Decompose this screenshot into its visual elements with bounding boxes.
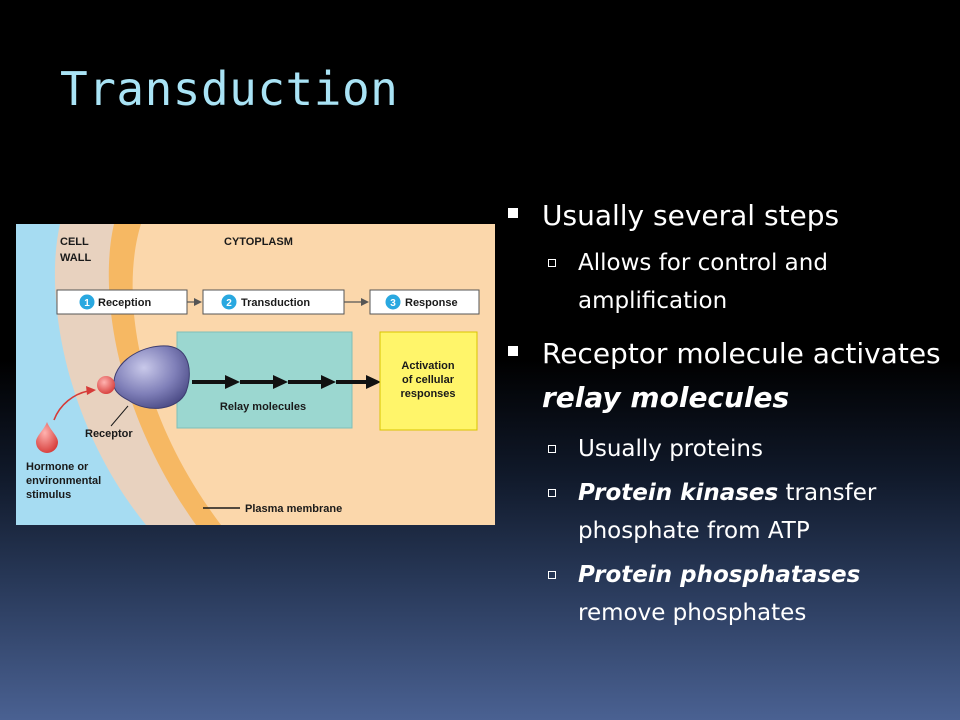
- bullet-text: transfer phosphate from ATP: [578, 480, 877, 544]
- cytoplasm-label: CYTOPLASM: [224, 236, 293, 248]
- slide-title: Transduction: [60, 62, 399, 116]
- receptor-pointer: [110, 405, 129, 427]
- bullet-text: Receptor molecule activates: [542, 337, 941, 370]
- bullet-list: Usually several steps Allows for control…: [508, 194, 948, 632]
- hollow-square-bullet-icon: [548, 489, 556, 497]
- bullet-text: remove phosphates: [578, 600, 807, 626]
- signal-transduction-figure: CELL WALL CYTOPLASM 1 Reception 2 Transd…: [16, 224, 495, 525]
- wall-label: WALL: [60, 252, 91, 264]
- bullet-text: Usually several steps: [542, 199, 840, 232]
- hormone-line-3: stimulus: [26, 489, 71, 501]
- step-1-number: 1: [84, 298, 90, 309]
- plasma-membrane-label: Plasma membrane: [245, 503, 342, 515]
- hormone-droplet-icon: [36, 422, 58, 453]
- hollow-square-bullet-icon: [548, 445, 556, 453]
- step-3-number-badge: [385, 294, 401, 310]
- bound-signal-molecule: [97, 376, 115, 394]
- relay-molecules-label: Relay molecules: [220, 401, 306, 413]
- receptor-label: Receptor: [85, 428, 133, 440]
- activation-line-3: responses: [400, 388, 455, 400]
- step-2-box: 2 Transduction: [202, 289, 345, 315]
- bullet-emphasis: relay molecules: [542, 381, 790, 414]
- square-bullet-icon: [508, 208, 518, 218]
- hollow-square-bullet-icon: [548, 259, 556, 267]
- hormone-line-2: environmental: [26, 475, 101, 487]
- square-bullet-icon: [508, 346, 518, 356]
- bullet-text: Usually proteins: [578, 436, 763, 462]
- step-3-box: 3 Response: [369, 289, 480, 315]
- hormone-line-1: Hormone or: [26, 461, 89, 473]
- subbullet-control-amplification: Allows for control and amplification: [508, 244, 948, 320]
- step-1-label: Reception: [98, 297, 151, 309]
- step-2-number-badge: [221, 294, 237, 310]
- step-2-label: Transduction: [241, 297, 310, 309]
- receptor-protein: [113, 345, 190, 409]
- step-3-label: Response: [405, 297, 458, 309]
- step-1-number-badge: [79, 294, 95, 310]
- bullet-receptor-molecule: Receptor molecule activates relay molecu…: [508, 332, 948, 420]
- bullet-several-steps: Usually several steps: [508, 194, 948, 238]
- signal-arrow: [53, 390, 89, 421]
- step-1-box: 1 Reception: [56, 289, 188, 315]
- subbullet-protein-kinases: Protein kinases transfer phosphate from …: [508, 474, 948, 550]
- bullet-text: Allows for control and amplification: [578, 250, 828, 314]
- activation-line-2: of cellular: [402, 374, 455, 386]
- figure-svg: CELL WALL CYTOPLASM 1 Reception 2 Transd…: [16, 224, 495, 525]
- step-3-number: 3: [390, 298, 396, 309]
- activation-line-1: Activation: [401, 360, 454, 372]
- subbullet-usually-proteins: Usually proteins: [508, 430, 948, 468]
- step-2-number: 2: [226, 298, 232, 309]
- step-arrow-1: [187, 298, 202, 306]
- relay-arrows: [192, 375, 381, 389]
- bullet-emphasis: Protein kinases: [578, 480, 779, 506]
- hollow-square-bullet-icon: [548, 571, 556, 579]
- cell-label: CELL: [60, 236, 89, 248]
- step-arrow-2: [344, 298, 369, 306]
- bullet-emphasis: Protein phosphatases: [578, 562, 861, 588]
- subbullet-protein-phosphatases: Protein phosphatases remove phosphates: [508, 556, 948, 632]
- cellular-response-box: [379, 331, 478, 431]
